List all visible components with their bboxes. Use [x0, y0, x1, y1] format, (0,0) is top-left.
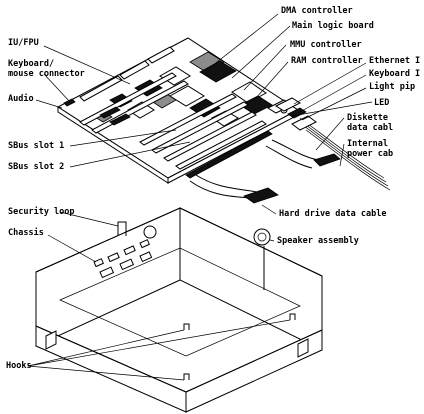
main-logic-board	[57, 37, 299, 184]
label-internal-power-cable-1: Internal	[347, 139, 388, 149]
speaker-assembly	[253, 228, 271, 290]
diskette-data-cable	[265, 139, 341, 169]
diagram-labels: DMA controller Main logic board MMU cont…	[6, 6, 420, 371]
label-light-pipe: Light pip	[369, 81, 415, 92]
chassis-port-cutouts	[93, 225, 157, 279]
label-iu-fpu: IU/FPU	[8, 38, 39, 48]
ethernet-keyboard-connectors	[274, 97, 317, 131]
label-speaker-assembly: Speaker assembly	[277, 236, 359, 246]
label-sbus-slot-2: SBus slot 2	[8, 162, 64, 172]
label-internal-power-cable-2: power cab	[347, 149, 393, 159]
label-keyboard-mouse-1: Keyboard/	[8, 59, 54, 69]
label-security-loop: Security loop	[8, 206, 75, 217]
sbus-slots	[79, 72, 273, 179]
label-mmu-controller: MMU controller	[290, 40, 362, 50]
hard-drive-data-cable	[189, 174, 279, 204]
label-audio: Audio	[8, 93, 34, 104]
label-ram-controller: RAM controller	[291, 56, 363, 66]
label-ethernet: Ethernet I	[369, 56, 420, 66]
label-dma-controller: DMA controller	[281, 6, 353, 16]
rear-connectors	[63, 46, 175, 107]
label-sbus-slot-1: SBus slot 1	[8, 141, 64, 151]
label-hooks: Hooks	[6, 361, 32, 371]
label-chassis: Chassis	[8, 227, 44, 238]
label-diskette-data-cable-2: data cabl	[347, 123, 393, 133]
leader-lines	[27, 13, 373, 381]
security-loop	[117, 221, 127, 236]
label-diskette-data-cable-1: Diskette	[347, 112, 388, 123]
label-main-logic-board: Main logic board	[292, 20, 374, 31]
label-keyboard: Keyboard I	[369, 69, 420, 79]
label-hard-drive-data-cable: Hard drive data cable	[279, 208, 386, 219]
label-led: LED	[374, 98, 389, 108]
label-keyboard-mouse-2: mouse connector	[8, 69, 85, 79]
chassis-hooks	[183, 313, 296, 380]
